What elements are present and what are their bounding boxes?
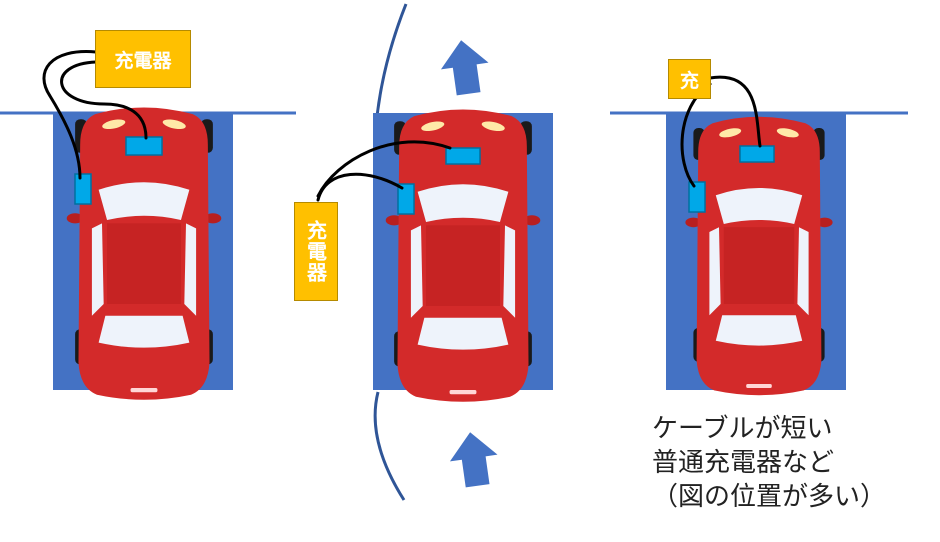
charge-port-side-middle [397, 183, 415, 215]
charge-port-side-right [688, 181, 706, 213]
charge-port-front-right [739, 145, 775, 163]
caption-line-1: ケーブルが短い [652, 414, 833, 444]
caption-line-2: 普通充電器など [652, 448, 835, 478]
charger-box-right: 充 [668, 59, 711, 99]
cable-middle-side [316, 172, 404, 202]
charge-port-front-left [125, 136, 163, 156]
road-edge-bottom [373, 391, 406, 501]
cable-right-front [708, 75, 762, 148]
caption: ケーブルが短い 普通充電器など （図の位置が多い） [652, 412, 886, 514]
charger-box-middle: 充電器 [294, 202, 338, 301]
direction-arrow-top [437, 36, 493, 98]
direction-arrow-bottom [446, 428, 502, 490]
charger-box-left-label: 充電器 [114, 49, 172, 72]
charger-box-middle-label: 充電器 [303, 220, 328, 283]
charge-port-side-left [74, 173, 92, 205]
charge-port-front-middle [445, 147, 481, 165]
charger-box-left: 充電器 [95, 30, 191, 88]
cable-left-side [42, 50, 98, 180]
charger-box-right-label: 充 [679, 69, 699, 92]
caption-line-3: （図の位置が多い） [652, 482, 887, 512]
cable-left-front [60, 60, 148, 140]
